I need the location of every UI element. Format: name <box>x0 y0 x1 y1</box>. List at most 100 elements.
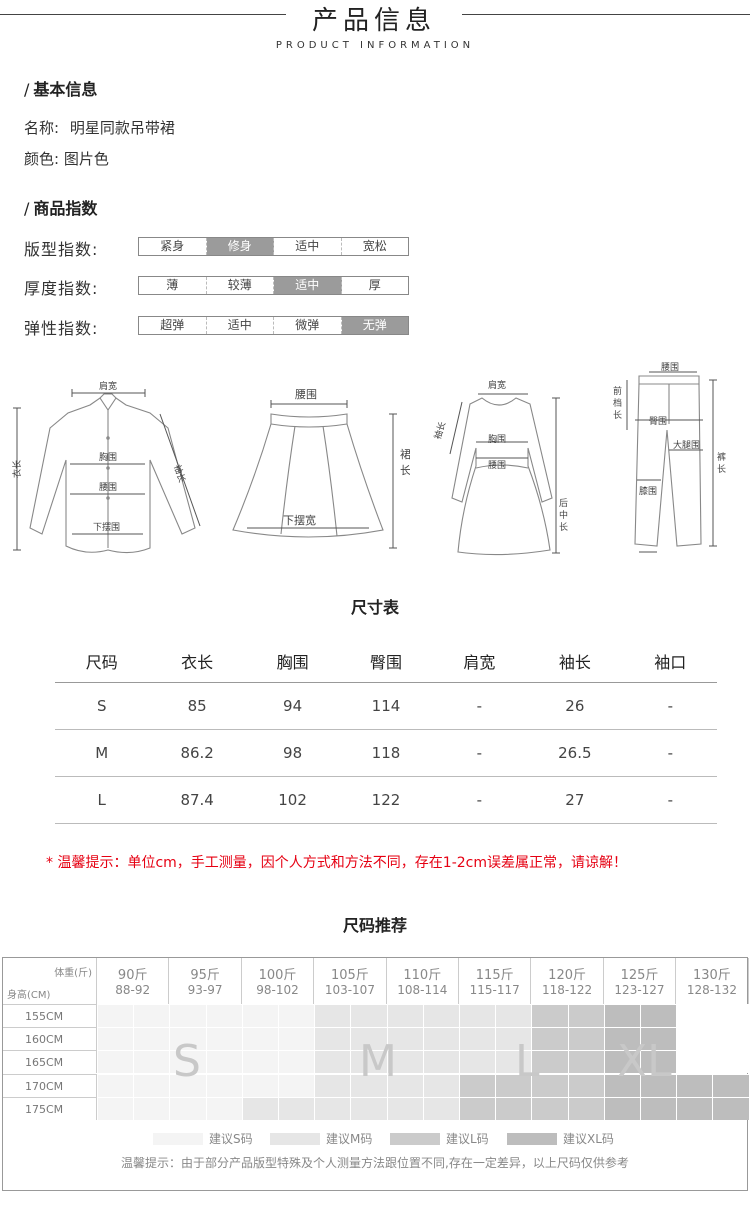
index-option: 厚 <box>368 278 381 292</box>
grid-cell <box>205 1004 242 1027</box>
legend-swatch <box>153 1133 203 1145</box>
recommend-legend: 建议S码建议M码建议L码建议XL码 <box>3 1129 749 1149</box>
grid-cell <box>640 1004 677 1027</box>
grid-cell <box>314 1073 351 1097</box>
grid-cell <box>314 1027 351 1051</box>
grid-cell <box>314 1050 351 1074</box>
grid-cell <box>133 1027 170 1051</box>
skirt-label-waist: 腰围 <box>295 388 317 401</box>
recommend-note: 温馨提示：由于部分产品版型特殊及个人测量方法跟位置不同,存在一定差异，以上尺码仅… <box>121 1156 629 1170</box>
table-cell: 86.2 <box>148 729 246 777</box>
grid-cell <box>495 1027 532 1051</box>
index-option: 微弹 <box>274 317 342 334</box>
weight-range: 98-102 <box>256 983 299 997</box>
grid-cell <box>676 1050 713 1074</box>
grid-cell <box>676 1027 713 1051</box>
basic-info-title: /基本信息 <box>24 80 98 99</box>
header-line-left <box>0 14 286 15</box>
legend-swatch <box>390 1133 440 1145</box>
grid-cell <box>459 1050 496 1074</box>
grid-cell <box>241 1050 278 1074</box>
grid-cell <box>459 1073 496 1097</box>
table-cell: - <box>623 682 717 730</box>
grid-cell <box>531 1096 568 1120</box>
pants-label-rise-1: 前 <box>613 385 622 397</box>
grid-cell <box>676 1073 713 1097</box>
grid-cell <box>640 1096 677 1120</box>
height-row-label: 165CM <box>3 1050 97 1074</box>
size-table-header-cell: 肩宽 <box>432 640 527 683</box>
weight-range: 118-122 <box>542 983 593 997</box>
grid-cell <box>567 1096 604 1120</box>
table-cell: S <box>55 682 149 730</box>
table-cell: M <box>55 729 149 777</box>
legend-label: 建议S码 <box>209 1132 253 1146</box>
weight-value: 100斤 <box>258 968 297 983</box>
size-table-header-cell: 袖口 <box>623 640 717 683</box>
index-option: 适中 <box>274 277 342 294</box>
weight-value: 125斤 <box>620 968 659 983</box>
height-row-label: 170CM <box>3 1073 97 1097</box>
weight-value: 120斤 <box>548 968 586 983</box>
grid-cell <box>386 1027 423 1051</box>
weight-axis-label: 体重(斤) <box>54 968 92 979</box>
page-subtitle: PRODUCT INFORMATION <box>275 40 475 51</box>
height-row-label: 175CM <box>3 1096 97 1120</box>
legend-swatch <box>507 1133 557 1145</box>
size-table-header-cell: 衣长 <box>148 640 246 683</box>
grid-cell <box>169 1050 206 1074</box>
grid-cell <box>205 1096 242 1120</box>
grid-cell <box>495 1073 532 1097</box>
table-cell: 85 <box>148 682 246 730</box>
grid-cell <box>241 1027 278 1051</box>
grid-cell <box>495 1096 532 1120</box>
pants-label-waist: 腰围 <box>661 362 679 373</box>
table-cell: - <box>432 682 527 730</box>
grid-cell <box>712 1050 749 1074</box>
index-option: 较薄 <box>207 277 274 294</box>
recommend-title: 尺码推荐 <box>342 916 407 935</box>
grid-cell <box>640 1027 677 1051</box>
table-cell: 98 <box>245 729 340 777</box>
grid-cell <box>386 1050 423 1074</box>
grid-cell <box>169 1004 206 1027</box>
grid-cell <box>133 1096 170 1120</box>
size-table-header-cell: 胸围 <box>245 640 340 683</box>
index-option: 适中 <box>274 238 342 255</box>
grid-cell <box>422 1027 459 1051</box>
grid-cell <box>386 1004 423 1027</box>
shirt-label-hem: 下摆围 <box>93 521 120 533</box>
grid-cell <box>603 1050 640 1074</box>
legend-label: 建议M码 <box>326 1132 373 1146</box>
grid-cell <box>133 1073 170 1097</box>
size-recommend-grid: 体重(斤) 身高(CM) 建议S码建议M码建议L码建议XL码 温馨提示：由于部分… <box>2 957 749 1191</box>
height-axis-label: 身高(CM) <box>7 990 51 1001</box>
recommend-corner: 体重(斤) 身高(CM) <box>3 958 97 1004</box>
grid-cell <box>567 1050 604 1074</box>
grid-cell <box>350 1050 387 1074</box>
legend-label: 建议L码 <box>446 1132 489 1146</box>
weight-range: 115-117 <box>469 983 520 997</box>
dress-diagram: 肩宽 胸围 腰围 袖长 后 中 长 <box>432 358 577 558</box>
table-cell: - <box>432 776 527 824</box>
grid-cell <box>603 1073 640 1097</box>
grid-cell <box>459 1027 496 1051</box>
table-cell: 122 <box>339 776 433 824</box>
table-cell: - <box>623 776 717 824</box>
weight-range: 128-132 <box>686 983 737 997</box>
grid-cell <box>422 1096 459 1120</box>
table-cell: 87.4 <box>148 776 246 824</box>
table-cell: 94 <box>245 682 340 730</box>
index-option: 无弹 <box>341 317 408 334</box>
grid-cell <box>676 1004 713 1027</box>
grid-cell <box>278 1050 315 1074</box>
